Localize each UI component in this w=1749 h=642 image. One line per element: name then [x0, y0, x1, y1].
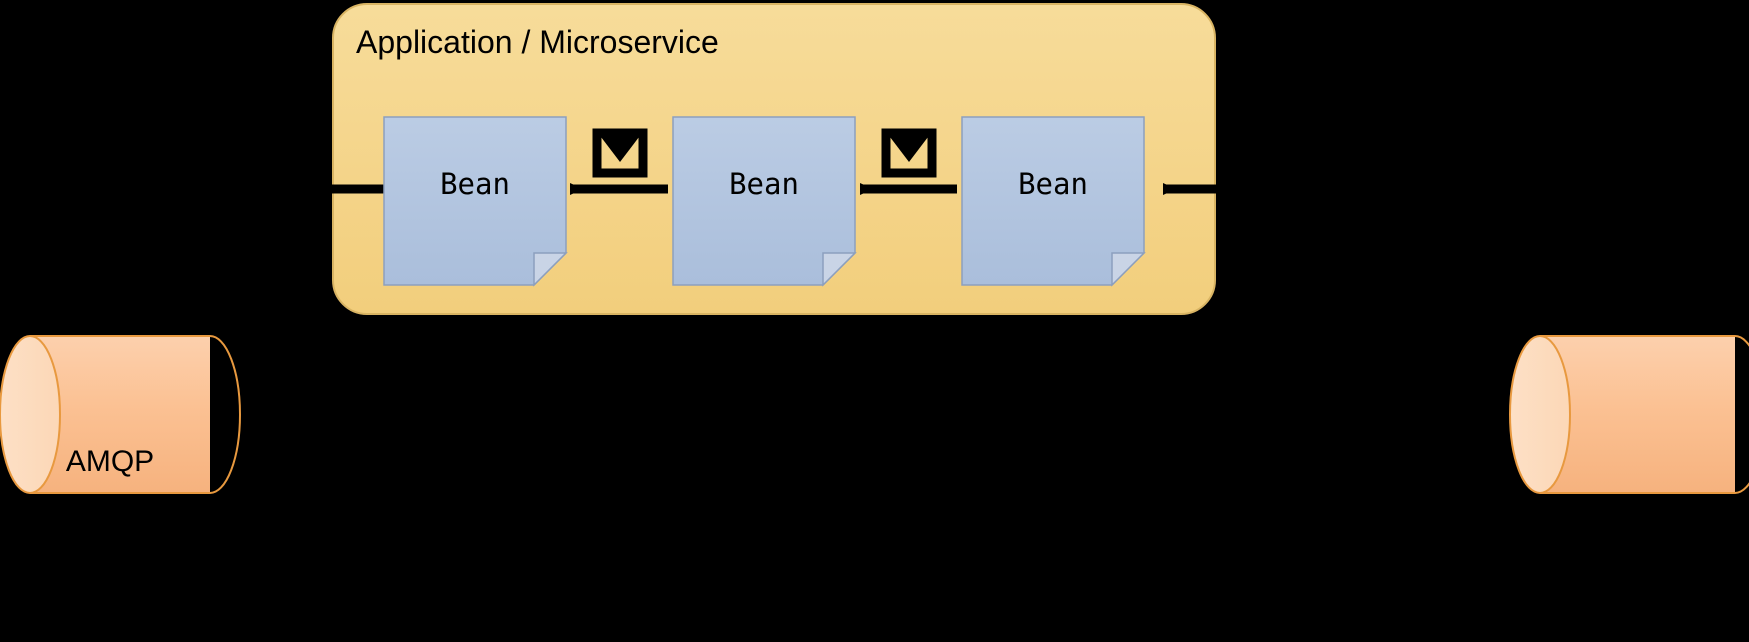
- bean-node-0[interactable]: [383, 116, 568, 287]
- amqp-cylinder-edges: [30, 335, 210, 494]
- diagram-canvas: [0, 3, 1749, 494]
- kafka-topic-node[interactable]: [1509, 335, 1749, 494]
- amqp-label-line2: Address: [54, 565, 166, 598]
- bean-fold-corner: [533, 252, 568, 287]
- amqp-cylinder-body: [30, 336, 210, 493]
- kafka-cylinder-body: [1540, 336, 1735, 493]
- envelope-icon-2: [881, 128, 937, 178]
- amqp-cylinder-cap: [0, 335, 61, 494]
- amqp-address-node[interactable]: [0, 335, 241, 494]
- bean-fold-corner: [822, 252, 857, 287]
- amqp-cylinder-right-edge: [209, 335, 241, 494]
- kafka-label-line2: Topic: [1439, 565, 1511, 598]
- envelope-icon-1: [592, 128, 648, 178]
- bean-fold-corner: [1111, 252, 1146, 287]
- kafka-cylinder-edges: [1540, 335, 1735, 494]
- bean-node-2[interactable]: [961, 116, 1146, 287]
- bean-node-1[interactable]: [672, 116, 857, 287]
- kafka-cylinder-cap: [1509, 335, 1571, 494]
- kafka-cylinder-right-edge: [1734, 335, 1749, 494]
